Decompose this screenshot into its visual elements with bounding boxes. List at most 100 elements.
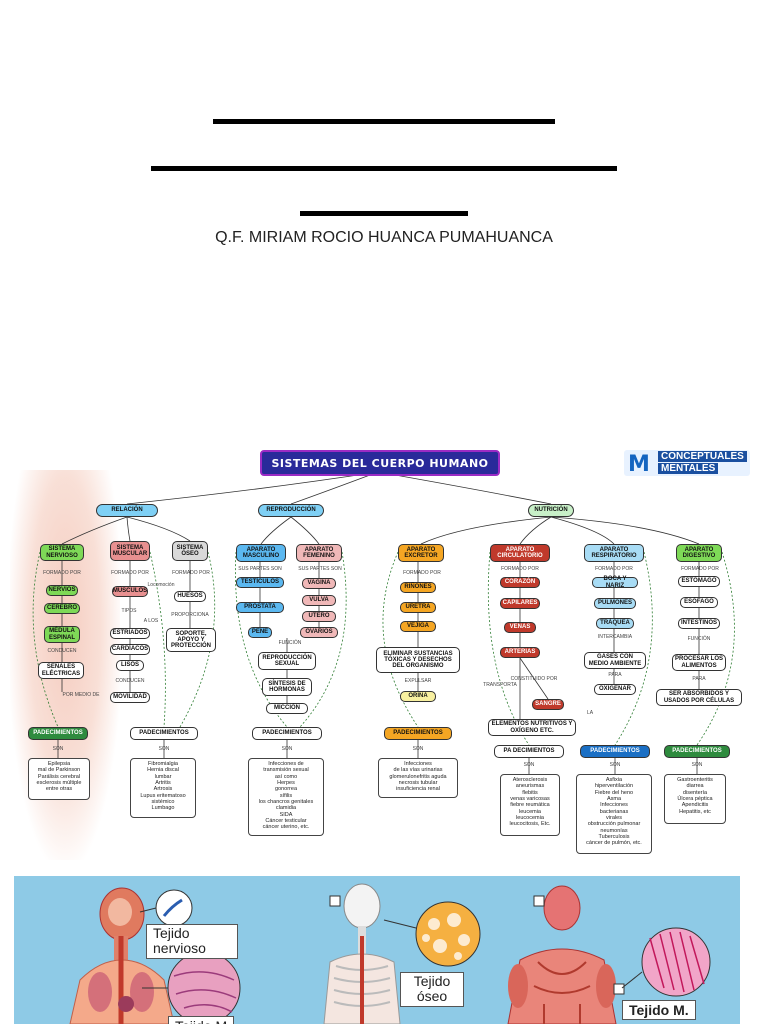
connector-curve: [61, 516, 128, 545]
node-orina: ORINA: [400, 691, 436, 702]
node-soporte: SOPORTE, APOYO Y PROTECCIÓN: [166, 628, 216, 652]
diseases-nervioso: Epilepsia mal de Parkinson Parálisis cer…: [28, 758, 90, 800]
connector-dashed-digestivo: [696, 551, 735, 746]
node-eliminar-sustancias: ELIMINAR SUSTANCIAS TÓXICAS Y DESECHOS D…: [376, 647, 460, 673]
node-aparato-masculino: APARATO MASCULINO: [236, 544, 286, 562]
link-por-medio-de: POR MEDIO DE: [62, 692, 100, 698]
link-sus-partes: SUS PARTES SON: [298, 566, 342, 572]
link-funcion: FUNCIÓN: [278, 640, 302, 646]
connector-curve: [126, 516, 131, 542]
link-sus-partes: SUS PARTES SON: [238, 566, 282, 572]
link-formado-por: FORMADO POR: [43, 570, 81, 576]
node-cardiacos: CARDÍACOS: [110, 644, 150, 655]
node-procesar-alimentos: PROCESAR LOS ALIMENTOS: [672, 654, 726, 671]
link-la: LA: [586, 710, 594, 716]
label-tejido-oseo: Tejido óseo: [400, 972, 464, 1007]
node-boca-nariz: BOCA Y NARIZ: [592, 576, 638, 589]
node-intestinos: INTESTINOS: [678, 618, 720, 629]
title-rule-2: [151, 166, 617, 171]
connector-dashed-femenino: [299, 551, 347, 728]
diseases-digestivo: Gastroenteritis diarrea disentería Úlcer…: [664, 774, 726, 824]
node-sistema-muscular: SISTEMA MUSCULAR: [110, 541, 150, 561]
padecimientos-circulatorio: PA DECIMIENTOS: [494, 745, 564, 758]
node-aparato-femenino: APARATO FEMENINO: [296, 544, 342, 562]
link-transporta: TRANSPORTA: [483, 682, 517, 688]
node-movilidad: MOVILIDAD: [110, 692, 150, 703]
node-aparato-respiratorio: APARATO RESPIRATORIO: [584, 544, 644, 562]
node-aparato-excretor: APARATO EXCRETOR: [398, 544, 444, 562]
node-arterias: ARTERIAS: [500, 647, 540, 658]
node-sintesis-hormonas: SÍNTESIS DE HORMONAS: [262, 678, 312, 696]
node-nutricion: NUTRICIÓN: [528, 504, 574, 517]
connector-curve: [126, 516, 191, 542]
node-corazon: CORAZÓN: [500, 577, 540, 588]
node-vagina: VAGINA: [302, 578, 336, 589]
link-expulsar: EXPULSAR: [404, 678, 432, 684]
node-estomago: ESTÓMAGO: [678, 576, 720, 587]
diseases-reproduccion: Infecciones de transmisión sexual así co…: [248, 758, 324, 836]
node-ovarios: OVARIOS: [300, 627, 338, 638]
link-formado-por: FORMADO POR: [172, 570, 210, 576]
node-aparato-digestivo: APARATO DIGESTIVO: [676, 544, 722, 562]
logo-text-2: MENTALES: [658, 463, 719, 474]
node-vejiga: VEJIGA: [400, 621, 436, 632]
padecimientos-relacion: PADECIMIENTOS: [130, 727, 198, 740]
map-title: SISTEMAS DEL CUERPO HUMANO: [260, 450, 500, 476]
node-rinones: RIÑONES: [400, 582, 436, 593]
node-nervios: NERVIOS: [46, 585, 78, 596]
node-pulmones: PULMONES: [594, 598, 636, 609]
connector-dashed-excretor: [382, 551, 419, 728]
connector-line: [519, 657, 549, 700]
tissue-illustration: Tejido nervioso Tejido M Tejido óseo Tej…: [14, 876, 740, 1024]
link-intercambia: INTERCAMBIA: [597, 634, 633, 640]
link-formado-por: FORMADO POR: [681, 566, 719, 572]
nervous-body-figure: [69, 887, 175, 1024]
connector-curve: [260, 516, 292, 545]
logo-mark: M: [628, 452, 650, 477]
concept-map: SISTEMAS DEL CUERPO HUMANO M CONCEPTUALE…: [10, 440, 760, 860]
node-miccion: MICCIÓN: [266, 703, 308, 714]
node-reproduccion: REPRODUCCIÓN: [258, 504, 324, 517]
diseases-circulatorio: Aterosclerosis aneurismas flebitis venas…: [500, 774, 560, 836]
diseases-relacion: Fibromialgia Hernia discal lumbar Artrit…: [130, 758, 196, 818]
link-locomocion: Locomoción: [147, 582, 175, 588]
link-son: SON: [412, 746, 424, 752]
node-vulva: VULVA: [302, 595, 336, 606]
link-formado-por: FORMADO POR: [403, 570, 441, 576]
connector-curve: [550, 516, 700, 545]
node-traquea: TRÁQUEA: [596, 618, 634, 629]
link-a-los: A LOS: [143, 618, 159, 624]
link-formado-por: FORMADO POR: [111, 570, 149, 576]
node-esofago: ESÓFAGO: [680, 597, 718, 608]
link-funcion: FUNCIÓN: [687, 636, 711, 642]
skeleton-figure: [323, 883, 401, 1024]
padecimientos-nervioso: PADECIMIENTOS: [28, 727, 88, 740]
label-tejido-nervioso: Tejido nervioso: [146, 924, 238, 959]
node-testiculos: TESTÍCULOS: [236, 577, 284, 588]
connector-curve: [420, 516, 552, 545]
link-conducen: CONDUCEN: [47, 648, 77, 654]
link-son: SON: [158, 746, 170, 752]
node-ser-absorbidos: SER ABSORBIDOS Y USADOS POR CÉLULAS: [656, 689, 742, 706]
link-tipos: TIPOS: [121, 608, 137, 614]
node-musculos: MÚSCULOS: [112, 586, 148, 597]
node-elementos-nutritivos: ELEMENTOS NUTRITIVOS Y OXÍGENO ETC.: [488, 719, 576, 736]
logo: M CONCEPTUALES MENTALES: [624, 450, 750, 477]
node-reproduccion-sexual: REPRODUCCIÓN SEXUAL: [258, 652, 316, 670]
connector-curve: [519, 516, 552, 545]
connector-title-nutricion: [377, 471, 552, 505]
node-huesos: HUESOS: [174, 591, 206, 602]
link-conducen: CONDUCEN: [115, 678, 145, 684]
link-formado-por: FORMADO POR: [595, 566, 633, 572]
muscle-figure: [507, 885, 617, 1024]
connector-curve: [290, 516, 320, 545]
connector-dashed-circulatorio: [487, 551, 530, 746]
node-prostata: PRÓSTATA: [236, 602, 284, 613]
node-estriados: ESTRIADOS: [110, 628, 150, 639]
padecimientos-respiratorio: PADECIMIENTOS: [580, 745, 650, 758]
connector-title-reproduccion: [290, 471, 379, 505]
padecimientos-digestivo: PADECIMIENTOS: [664, 745, 730, 758]
connector-dashed-muscular: [149, 551, 166, 728]
label-tejido-m-partial: Tejido M: [168, 1016, 235, 1024]
link-son: SON: [281, 746, 293, 752]
